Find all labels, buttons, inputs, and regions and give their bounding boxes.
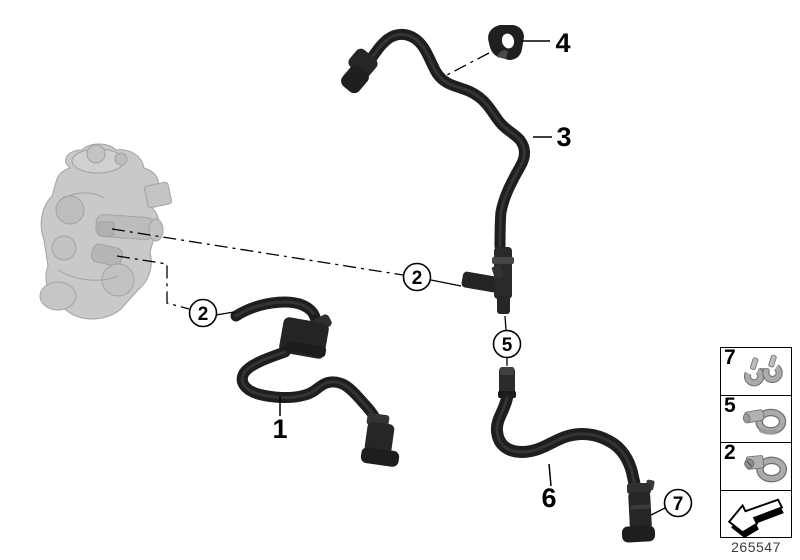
label-leaders	[279, 40, 552, 487]
callout-2-left-label: 2	[198, 304, 209, 325]
legend-item-5-label: 5	[724, 393, 736, 417]
legend-item-2-label: 2	[724, 441, 736, 464]
part-label-4[interactable]: 4	[555, 28, 570, 58]
callout-links	[215, 279, 666, 516]
callout-7[interactable]: 7	[663, 488, 693, 518]
screw-hose-clamp-icon	[744, 455, 788, 483]
part-label-1[interactable]: 1	[272, 414, 287, 444]
part-1-valve-block	[279, 314, 332, 359]
legend-item-5[interactable]: 5	[721, 393, 791, 443]
part-6-top-connector	[498, 367, 516, 399]
clip-4-leader-line	[444, 52, 490, 77]
part-3-fuel-hose	[341, 28, 530, 314]
callout-5[interactable]: 5	[492, 329, 522, 359]
part-6-fuel-hose	[490, 367, 656, 543]
high-pressure-pump-illustration	[39, 143, 172, 320]
part-1-end-connector	[360, 412, 400, 467]
part-label-6[interactable]: 6	[541, 483, 556, 513]
pump-leader-line-upper	[111, 228, 404, 276]
pump-leader-line-lower	[116, 255, 190, 310]
callout-5-label: 5	[502, 335, 513, 356]
part-1-fuel-hose	[230, 296, 400, 467]
callout-2-middle[interactable]: 2	[402, 262, 432, 292]
legend-direction-cell	[721, 491, 791, 538]
part-6-bottom-connector	[621, 479, 656, 543]
hose-clamp-icon	[742, 408, 787, 435]
legend-item-7[interactable]: 7	[721, 346, 791, 396]
callout-2-middle-label: 2	[412, 268, 423, 289]
callout-7-label: 7	[673, 494, 684, 515]
part-3-elbow-connector	[341, 48, 378, 94]
legend-panel: 7 5 2	[720, 347, 792, 538]
double-pipe-clip-icon	[743, 354, 783, 387]
legend-item-7-label: 7	[724, 346, 736, 369]
callout-2-left[interactable]: 2	[188, 298, 218, 328]
installation-direction-arrow-icon	[727, 498, 784, 538]
diagram-number: 265547	[731, 539, 781, 555]
part-label-3[interactable]: 3	[556, 122, 571, 152]
part-3-tee-connector	[461, 247, 514, 314]
legend-item-2[interactable]: 2	[721, 441, 791, 491]
part-4-clip	[488, 25, 524, 60]
